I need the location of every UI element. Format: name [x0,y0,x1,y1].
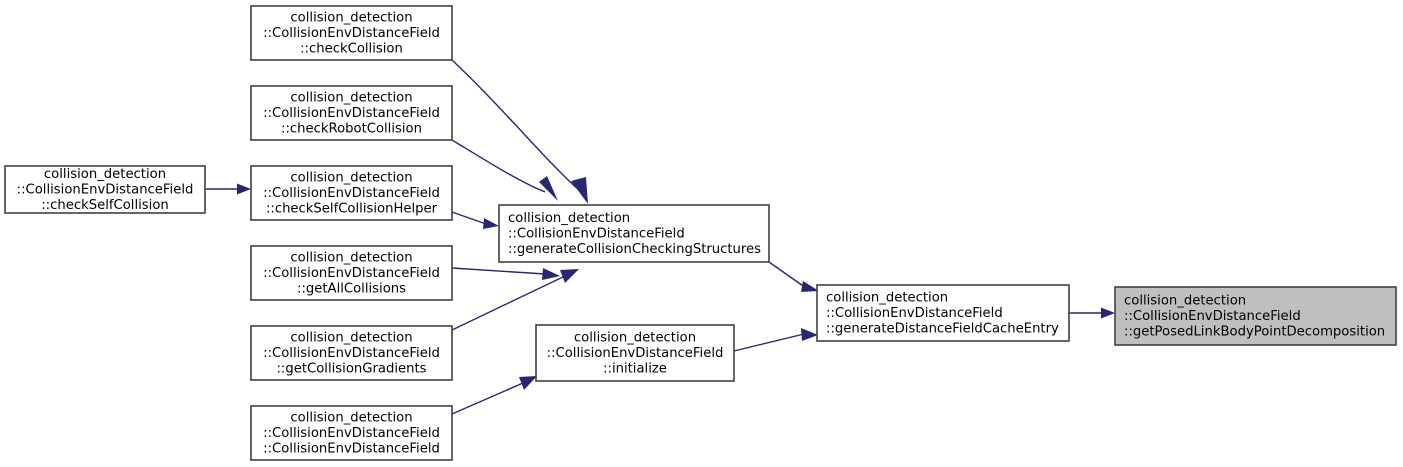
node-box[interactable] [250,325,453,381]
node-box[interactable] [1114,286,1397,346]
graph-node-constructor[interactable]: collision_detection::CollisionEnvDistanc… [250,405,453,461]
edge-line [451,275,566,331]
edge-line [451,59,581,192]
node-label-line: ::generateCollisionCheckingStructures [508,242,761,257]
graph-node-generateDistanceFieldCacheEntry[interactable]: collision_detection::CollisionEnvDistanc… [816,284,1070,342]
edge-arrowhead-icon [237,183,251,195]
call-edge [768,261,819,292]
call-edge [451,376,537,415]
edge-arrowhead-icon [801,281,819,292]
edge-line [451,382,524,415]
node-label-line: ::generateDistanceFieldCacheEntry [826,322,1059,337]
node-label-line: ::CollisionEnvDistanceField [263,346,440,361]
edge-arrowhead-icon [539,176,558,201]
node-box[interactable] [250,5,453,61]
node-label-line: ::CollisionEnvDistanceField [508,227,685,242]
call-edge [451,139,558,201]
edge-arrowhead-icon [1101,307,1115,319]
edge-line [768,261,807,289]
node-box[interactable] [250,85,453,141]
call-edge [451,267,560,280]
graph-node-initialize[interactable]: collision_detection::CollisionEnvDistanc… [535,324,735,382]
node-label-line: collision_detection [290,91,412,106]
node-label-line: ::CollisionEnvDistanceField [1124,309,1301,324]
node-label-line: ::CollisionEnvDistanceField [263,26,440,41]
call-edge [205,183,251,195]
node-label-line: ::CollisionEnvDistanceField [826,306,1003,321]
node-label-line: collision_detection [290,411,412,426]
node-label-line: ::CollisionEnvDistanceField [263,106,440,121]
node-label-line: collision_detection [826,291,948,306]
edge-arrowhead-icon [483,218,499,229]
node-label-line: ::CollisionEnvDistanceField [547,346,724,361]
edge-arrowhead-icon [801,328,818,341]
node-box[interactable] [250,405,453,461]
node-label-line: collision_detection [508,211,630,226]
node-label-line: collision_detection [290,251,412,266]
node-label-line: ::checkSelfCollision [41,198,169,213]
edge-arrowhead-icon [571,177,588,204]
call-edge [451,269,579,331]
edges-layer [205,59,1115,415]
node-label-line: collision_detection [1124,294,1246,309]
node-box[interactable] [250,245,453,301]
edge-line [451,267,546,275]
edge-line [451,139,546,193]
node-label-line: ::CollisionEnvDistanceField [263,442,440,457]
graph-node-checkSelfCollisionHelper[interactable]: collision_detection::CollisionEnvDistanc… [250,165,453,221]
node-label-line: ::getCollisionGradients [276,362,426,377]
node-label-line: ::checkRobotCollision [281,122,422,137]
edge-arrowhead-icon [542,268,560,280]
node-label-line: ::initialize [603,362,667,377]
node-label-line: collision_detection [290,11,412,26]
node-label-line: ::getPosedLinkBodyPointDecomposition [1124,325,1385,340]
node-box[interactable] [535,324,735,382]
node-label-line: ::CollisionEnvDistanceField [263,186,440,201]
node-label-line: ::CollisionEnvDistanceField [17,183,194,198]
node-label-line: collision_detection [44,167,166,182]
graph-node-checkCollision[interactable]: collision_detection::CollisionEnvDistanc… [250,5,453,61]
node-label-line: ::checkCollision [300,42,403,57]
graph-node-checkSelfCollision[interactable]: collision_detection::CollisionEnvDistanc… [4,165,206,214]
node-label-line: collision_detection [290,171,412,186]
node-box[interactable] [4,165,206,214]
call-edge [733,328,818,352]
node-label-line: ::CollisionEnvDistanceField [263,426,440,441]
node-box[interactable] [498,204,770,263]
node-label-line: ::checkSelfCollisionHelper [266,202,438,217]
edge-arrowhead-icon [519,376,537,390]
edge-line [451,211,487,225]
node-label-line: ::getAllCollisions [297,282,406,297]
node-label-line: collision_detection [574,331,696,346]
graph-node-getCollisionGradients[interactable]: collision_detection::CollisionEnvDistanc… [250,325,453,381]
graph-node-checkRobotCollision[interactable]: collision_detection::CollisionEnvDistanc… [250,85,453,141]
graph-node-getPosedLinkBodyPointDecomposition[interactable]: collision_detection::CollisionEnvDistanc… [1114,286,1397,346]
call-edge [451,211,499,229]
nodes-layer: collision_detection::CollisionEnvDistanc… [4,5,1397,461]
call-edge [451,59,588,204]
edge-line [733,333,805,352]
call-edge [1069,307,1115,319]
node-label-line: ::CollisionEnvDistanceField [263,266,440,281]
node-box[interactable] [250,165,453,221]
graph-node-getAllCollisions[interactable]: collision_detection::CollisionEnvDistanc… [250,245,453,301]
graph-node-generateCollisionCheckingStructures[interactable]: collision_detection::CollisionEnvDistanc… [498,204,770,263]
node-box[interactable] [816,284,1070,342]
node-label-line: collision_detection [290,331,412,346]
edge-arrowhead-icon [560,269,579,283]
